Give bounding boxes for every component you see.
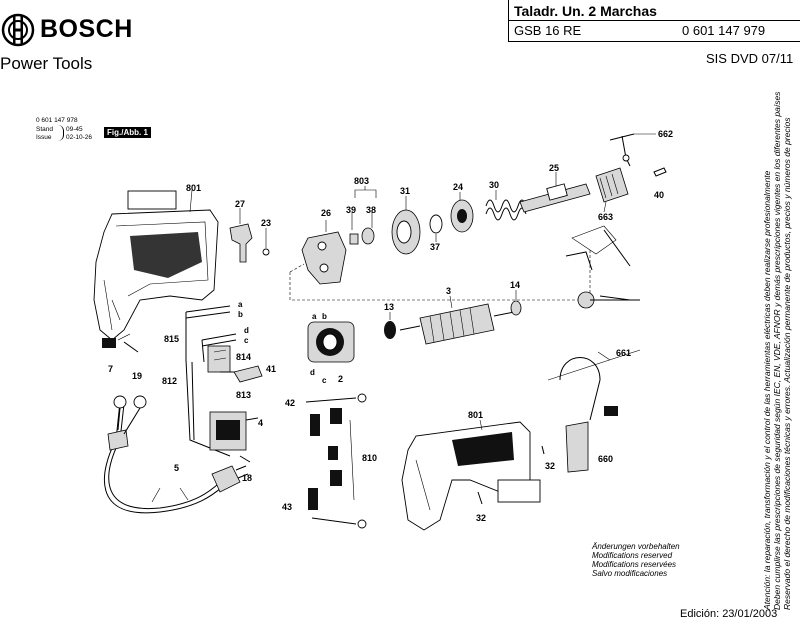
callout-812: 812 [162,376,178,386]
callout-25: 25 [549,163,560,173]
switch-4 [209,411,259,451]
callout-18: 18 [242,473,253,483]
part-39 [349,233,359,245]
field-label-d: d [310,368,315,377]
callout-660: 660 [598,454,614,464]
model-name: GSB 16 RE [514,23,582,38]
callout-813: 813 [236,390,252,400]
callout-663: 663 [598,212,614,222]
wire-label-c: c [244,336,249,345]
callout-31: 31 [400,186,411,196]
part-38 [361,227,375,245]
bearing-24 [450,199,474,233]
field-label-a: a [312,312,317,321]
callout-801: 801 [186,183,202,193]
power-cable-5 [103,395,249,514]
callout-801-right: 801 [468,410,484,420]
wire-label-a: a [238,300,243,309]
callout-7: 7 [108,364,114,374]
note-en: Modifications reserved [592,551,673,560]
callout-803: 803 [354,176,370,186]
callout-661: 661 [616,348,632,358]
callout-26: 26 [321,208,332,218]
document-title: Taladr. Un. 2 Marchas [514,3,657,19]
part-19 [123,341,139,353]
callout-14: 14 [510,280,521,290]
screw-32a [541,445,545,455]
bearing-14 [510,300,522,316]
spring-30 [485,199,527,221]
callout-23: 23 [261,218,272,228]
chuck-key-usage-sketch [565,225,640,309]
reference-code: SIS DVD 07/11 [706,51,794,66]
screw-40 [653,167,667,177]
edition-date: Edición: 23/01/2003 [680,608,778,620]
housing-half-left [93,190,219,341]
brand-subtitle: Power Tools [0,54,93,73]
callout-42: 42 [285,398,296,408]
chuck-key-662 [609,133,635,167]
part-27 [229,223,253,263]
spindle-25 [519,183,591,213]
callout-24: 24 [453,182,464,192]
issue-label: Issue [36,134,52,141]
callout-39: 39 [346,205,357,215]
callout-4: 4 [258,418,264,428]
note-de: Änderungen vorbehalten [592,542,680,551]
stand-value: 09-45 [66,126,83,133]
field-label-c: c [322,376,327,385]
callout-815: 815 [164,334,180,344]
chuck-663 [595,167,629,203]
legal-side-note: Atención: la reparación, transformación … [762,90,792,610]
callout-27: 27 [235,199,246,209]
stand-label: Stand [36,126,53,133]
part-7 [102,338,116,348]
brushes-810 [305,393,367,529]
callout-43: 43 [282,502,293,512]
doc-number: 0 601 147 978 [36,117,78,124]
callout-41: 41 [266,364,277,374]
callout-40: 40 [654,190,665,200]
wire-label-d: d [244,326,249,335]
issue-value: 02-10-26 [66,134,93,141]
legal-line-3: Reservado el derecho de modificaciones t… [782,117,792,610]
callout-37: 37 [430,242,441,252]
callout-19: 19 [132,371,143,381]
side-handle-660 [547,349,641,473]
screw-18 [239,455,251,463]
note-es: Salvo modificaciones [592,569,668,578]
ring-37 [429,214,443,234]
bearing-13 [384,321,396,339]
header-box [508,0,800,42]
legal-line-1: Atención: la reparación, transformación … [762,170,772,610]
callout-13: 13 [384,302,395,312]
gear-housing-26 [301,231,347,285]
figure-label: Fig./Abb. 1 [104,127,151,138]
callout-2: 2 [338,374,344,384]
part-number: 0 601 147 979 [682,23,766,38]
gear-31 [391,209,421,255]
screw-32b [477,491,483,505]
callout-38: 38 [366,205,377,215]
field-label-b: b [322,312,327,321]
callout-32b: 32 [476,513,487,523]
callout-662: 662 [658,129,674,139]
callout-30: 30 [489,180,500,190]
note-fr: Modifications reservées [592,560,677,569]
brand-name: BOSCH [40,15,133,43]
callout-3: 3 [446,286,452,296]
legal-line-2: Deben cumplirse las prescripciones de se… [772,91,782,610]
wire-label-b: b [238,310,243,319]
part-23 [262,248,270,256]
callout-814: 814 [236,352,252,362]
armature-3 [399,303,515,345]
bosch-logo-icon [1,13,35,47]
housing-assembled-right [401,421,541,531]
callout-810: 810 [362,453,378,463]
callout-5: 5 [174,463,180,473]
callout-32a: 32 [545,461,556,471]
field-coil-2 [307,321,355,363]
